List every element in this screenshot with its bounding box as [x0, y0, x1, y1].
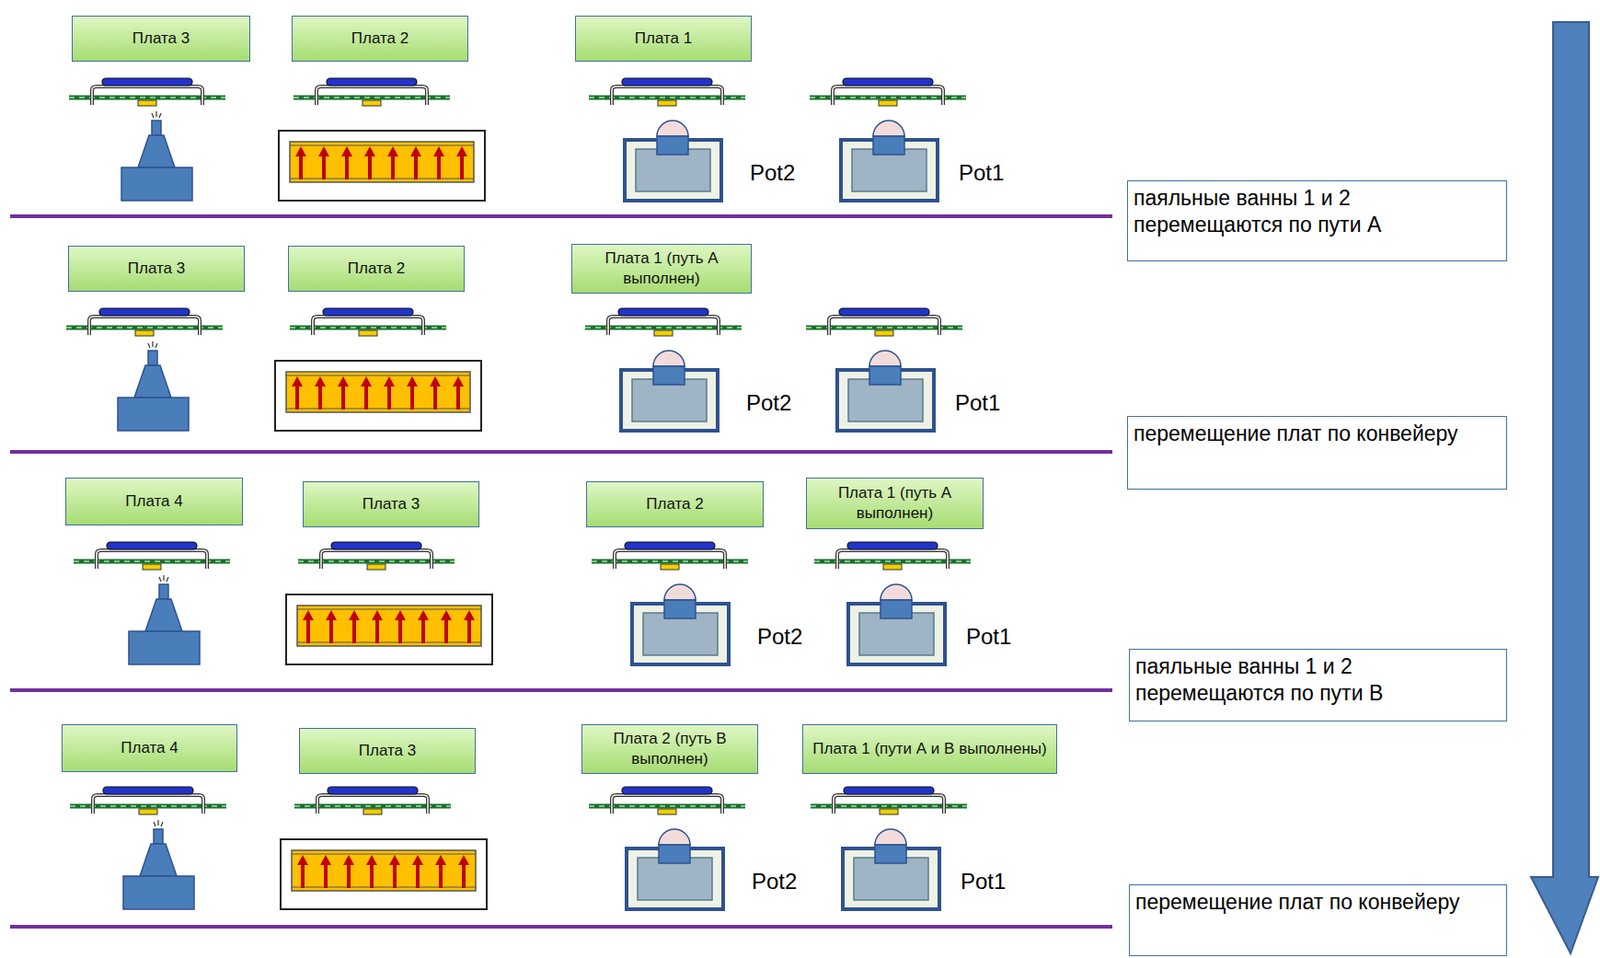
wave-nozzle — [128, 575, 200, 665]
node-text: перемещение плат по конвейеру — [1133, 421, 1459, 446]
node-text: Плата 3 — [127, 258, 185, 279]
solder-pot — [621, 350, 718, 431]
pot-label: Pot1 — [958, 160, 1004, 186]
node-text: Плата 2 — [351, 28, 409, 49]
board-label: Плата 1 (путь А выполнен) — [571, 243, 752, 294]
preheater — [275, 360, 482, 431]
pcb-board — [585, 308, 742, 336]
pcb-board — [805, 308, 963, 336]
wave-nozzle — [121, 111, 193, 201]
wave-nozzle — [117, 341, 189, 431]
board-label: Плата 3 — [299, 727, 476, 774]
solder-pot — [837, 350, 934, 431]
preheater — [286, 594, 493, 665]
node-text: Плата 3 — [132, 28, 190, 49]
node-text: Плата 1 — [634, 28, 692, 49]
pot-label: Pot1 — [966, 623, 1012, 650]
board-label: Плата 4 — [61, 724, 238, 772]
node-text: Плата 2 — [347, 258, 405, 279]
pcb-board — [588, 786, 746, 815]
node-text: Плата 4 — [125, 491, 183, 512]
preheater — [278, 130, 485, 201]
node-text: Плата 1 (путь А выполнен) — [579, 248, 744, 289]
pcb-board — [294, 786, 451, 815]
step-note: паяльные ванны 1 и 2 перемещаются по пут… — [1127, 180, 1508, 262]
process-step — [10, 541, 1113, 691]
board-label: Плата 3 — [71, 15, 251, 62]
board-label: Плата 2 — [586, 481, 764, 528]
board-label: Плата 1 (пути А и В выполнены) — [802, 724, 1058, 774]
pot-label: Pot2 — [749, 160, 795, 186]
process-step — [10, 786, 1113, 927]
pcb-board — [591, 541, 749, 570]
node-text: Плата 1 (путь А выполнен) — [814, 483, 976, 524]
pcb-board — [293, 78, 450, 106]
step-separator — [10, 688, 1113, 692]
pcb-board — [73, 541, 231, 570]
process-step — [10, 78, 1113, 217]
node-text: Плата 1 (пути А и В выполнены) — [812, 738, 1047, 760]
board-label: Плата 3 — [68, 245, 245, 292]
node-text: Плата 2 (путь В выполнен) — [589, 728, 750, 770]
pcb-board — [298, 541, 455, 570]
solder-pot — [842, 828, 940, 910]
pcb-board — [69, 786, 227, 815]
time-arrow — [1530, 22, 1599, 954]
node-text: Плата 3 — [362, 494, 420, 515]
node-text: Плата 2 — [645, 494, 703, 515]
pot-label: Pot2 — [751, 868, 797, 895]
node-text: Плата 4 — [120, 737, 178, 759]
board-label: Плата 1 (путь А выполнен) — [805, 477, 984, 530]
node-text: паяльные ванны 1 и 2 перемещаются по пут… — [1133, 185, 1382, 237]
process-step — [10, 308, 1113, 452]
solder-pot — [632, 584, 729, 665]
pcb-board — [814, 541, 971, 570]
pcb-board — [66, 308, 223, 336]
step-separator — [10, 924, 1113, 929]
pot-label: Pot2 — [757, 623, 803, 650]
node-text: паяльные ванны 1 и 2 перемещаются по пут… — [1135, 654, 1383, 705]
board-label: Плата 2 — [291, 15, 469, 62]
pot-label: Pot1 — [960, 868, 1006, 895]
preheater — [280, 839, 487, 910]
pcb-board — [810, 786, 967, 815]
board-label: Плата 4 — [65, 477, 243, 526]
solder-pot — [626, 828, 724, 910]
step-separator — [10, 449, 1113, 454]
pcb-board — [69, 78, 226, 106]
pot-label: Pot1 — [955, 390, 1001, 416]
step-note: паяльные ванны 1 и 2 перемещаются по пут… — [1128, 648, 1508, 722]
pot-label: Pot2 — [746, 390, 792, 416]
pcb-board — [809, 78, 967, 106]
step-separator — [10, 214, 1113, 219]
pcb-board — [289, 308, 447, 336]
wave-nozzle — [123, 819, 195, 910]
solder-pot — [840, 120, 938, 201]
step-note: перемещение плат по конвейеру — [1127, 415, 1508, 490]
board-label: Плата 2 — [287, 245, 465, 292]
board-label: Плата 3 — [302, 481, 480, 528]
board-label: Плата 1 — [575, 15, 752, 62]
solder-pot — [624, 120, 722, 201]
node-text: Плата 3 — [358, 740, 416, 761]
node-text: перемещение плат по конвейеру — [1135, 889, 1461, 914]
solder-pot — [848, 584, 945, 665]
board-label: Плата 2 (путь В выполнен) — [581, 724, 759, 774]
pcb-board — [588, 78, 746, 106]
step-note: перемещение плат по конвейеру — [1128, 884, 1508, 956]
